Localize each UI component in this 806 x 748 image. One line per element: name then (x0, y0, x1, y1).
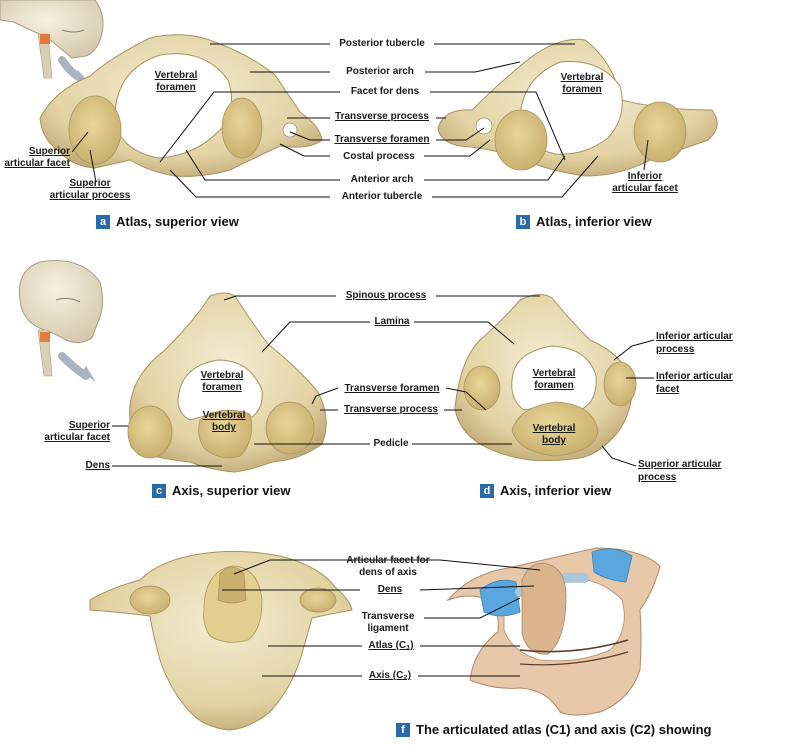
label-transverse-ligament-2: ligament (367, 623, 409, 634)
leader-facet-for-dens (159, 91, 340, 163)
leader-anterior-tubercle (169, 169, 330, 198)
label-inferior-articular-facet-b-1: Inferior (627, 171, 663, 182)
caption-c: c Axis, superior view (152, 483, 291, 498)
label-vertebral-foramen-d-1: Vertebral (532, 368, 576, 379)
label-superior-articular-facet-a-1: Superior (28, 146, 70, 157)
articulated-illustration-drawing (446, 547, 661, 716)
label-inferior-articular-process-d-2: process (656, 344, 695, 355)
leader-lamina (261, 321, 370, 353)
skull-thumbnail-top (0, 0, 104, 82)
leader-transverse-foramen (289, 131, 330, 141)
leader-transverse-foramen-d (445, 387, 487, 411)
label-vertebral-body-d-1: Vertebral (532, 423, 576, 434)
label-anterior-tubercle: Anterior tubercle (341, 191, 423, 202)
label-atlas-c1: Atlas (C₁) (368, 640, 414, 651)
caption-d-text: Axis, inferior view (500, 483, 612, 498)
caption-a: a Atlas, superior view (96, 214, 239, 229)
label-inferior-articular-facet-d-1: Inferior articular (656, 371, 733, 382)
label-superior-articular-process-d-1: Superior articular (638, 459, 722, 470)
label-inferior-articular-process-d-1: Inferior articular (656, 331, 733, 342)
leader-inferior-articular-facet-b (643, 139, 649, 171)
leader-transverse-ligament (424, 597, 521, 619)
label-dens-c: Dens (85, 460, 110, 471)
label-vertebral-body-d-2: body (542, 435, 566, 446)
label-transverse-foramen: Transverse foramen (334, 134, 430, 145)
leader-dens-f (419, 585, 535, 591)
label-articular-facet-for-dens-2: dens of axis (359, 567, 417, 578)
label-facet-for-dens: Facet for dens (350, 86, 420, 97)
label-transverse-process-c: Transverse process (344, 404, 438, 415)
badge-a: a (96, 215, 110, 229)
label-anterior-arch: Anterior arch (350, 174, 414, 185)
articulated-photo-drawing (89, 550, 353, 731)
label-superior-articular-process-a-2: articular process (49, 190, 131, 201)
label-axis-c2: Axis (C₂) (368, 670, 412, 681)
label-vertebral-body-c-1: Vertebral (202, 410, 246, 421)
label-vertebral-foramen-c-1: Vertebral (200, 370, 244, 381)
leader-articular-facet-for-dens (233, 559, 541, 575)
label-posterior-arch: Posterior arch (346, 66, 414, 77)
leader-costal-process-b (424, 139, 491, 157)
caption-b: b Atlas, inferior view (516, 214, 652, 229)
label-inferior-articular-facet-b-2: articular facet (612, 183, 678, 194)
label-articular-facet-for-dens-1: Articular facet for (346, 555, 430, 566)
label-superior-articular-process-a-1: Superior (69, 178, 111, 189)
leader-spinous-process (223, 295, 336, 301)
leader-lamina-d (414, 321, 515, 345)
skull-thumbnail-middle (18, 260, 104, 382)
caption-b-text: Atlas, inferior view (536, 214, 652, 229)
leader-anterior-arch-b (424, 155, 566, 181)
label-transverse-foramen-c: Transverse foramen (344, 383, 440, 394)
label-transverse-process: Transverse process (335, 111, 429, 122)
label-superior-articular-process-d-2: process (638, 472, 677, 483)
label-vertebral-foramen-c-2: foramen (202, 382, 242, 393)
leader-posterior-arch-b (425, 61, 521, 73)
label-vertebral-foramen-b-2: foramen (562, 84, 602, 95)
label-pedicle: Pedicle (373, 438, 409, 449)
caption-c-text: Axis, superior view (172, 483, 291, 498)
atlas-inferior-drawing (437, 38, 718, 177)
leader-facet-for-dens-b (430, 91, 566, 161)
caption-f: f The articulated atlas (C1) and axis (C2… (396, 722, 711, 737)
leader-transverse-foramen-c (311, 387, 339, 405)
label-costal-process: Costal process (343, 151, 415, 162)
label-vertebral-body-c-2: body (212, 422, 236, 433)
caption-f-text: The articulated atlas (C1) and axis (C2)… (416, 722, 712, 737)
label-lamina: Lamina (374, 316, 410, 327)
leader-lines (71, 43, 655, 677)
leader-superior-articular-process-a (89, 149, 97, 183)
badge-c: c (152, 484, 166, 498)
caption-a-text: Atlas, superior view (116, 214, 239, 229)
label-vertebral-foramen-a-2: foramen (156, 82, 196, 93)
badge-d: d (480, 484, 494, 498)
leader-anterior-arch (185, 149, 340, 181)
leader-transverse-foramen-b (436, 127, 485, 141)
axis-superior-drawing (127, 292, 327, 473)
label-superior-articular-facet-c-1: Superior (68, 420, 110, 431)
label-dens-ef: Dens (377, 584, 403, 595)
caption-d: d Axis, inferior view (480, 483, 611, 498)
label-posterior-tubercle: Posterior tubercle (339, 38, 425, 49)
label-vertebral-foramen-a-1: Vertebral (154, 70, 198, 81)
badge-f: f (396, 723, 410, 737)
label-superior-articular-facet-c-2: articular facet (44, 432, 110, 443)
label-vertebral-foramen-b-1: Vertebral (560, 72, 604, 83)
label-inferior-articular-facet-d-2: facet (656, 384, 680, 395)
atlas-superior-drawing (39, 34, 323, 177)
label-superior-articular-facet-a-2: articular facet (4, 158, 70, 169)
badge-b: b (516, 215, 530, 229)
label-vertebral-foramen-d-2: foramen (534, 380, 574, 391)
leader-inferior-articular-process-d (613, 339, 655, 361)
leader-costal-process (279, 143, 330, 157)
leader-superior-articular-process-d (601, 445, 637, 467)
label-spinous-process: Spinous process (345, 290, 427, 301)
leader-superior-articular-facet-a (71, 131, 89, 153)
leader-anterior-tubercle-b (432, 155, 599, 198)
axis-inferior-drawing (454, 294, 637, 462)
label-transverse-ligament-1: Transverse (361, 611, 415, 622)
